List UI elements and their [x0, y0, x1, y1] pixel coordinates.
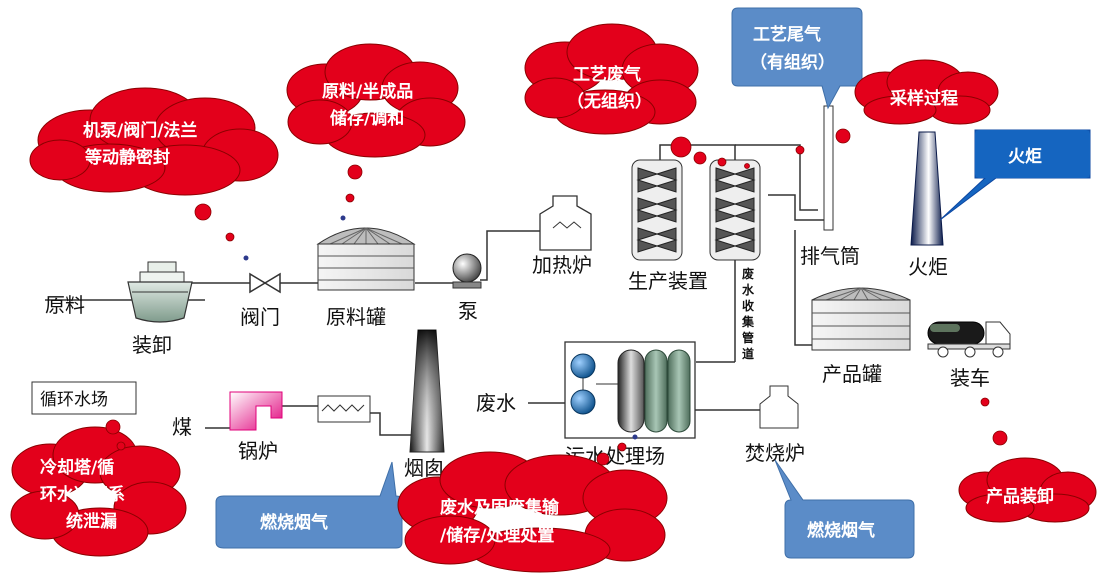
- svg-text:机泵/阀门/法兰: 机泵/阀门/法兰: [83, 120, 197, 141]
- cooling-water-box: 循环水场: [31, 381, 137, 415]
- svg-text:产品装卸: 产品装卸: [986, 486, 1054, 507]
- svg-text:道: 道: [742, 346, 754, 361]
- emission-cloud-sampling: 采样过程: [854, 59, 999, 125]
- svg-text:原料/半成品: 原料/半成品: [322, 81, 413, 102]
- production-column-1-icon: [631, 159, 683, 261]
- valve-icon: [249, 272, 281, 294]
- svg-text:管: 管: [742, 330, 754, 345]
- pump-label: 泵: [458, 299, 478, 323]
- svg-text:水: 水: [742, 282, 755, 297]
- svg-text:环水冷却系: 环水冷却系: [40, 484, 125, 505]
- product-tank-label: 产品罐: [822, 362, 882, 386]
- wwtp-icon: [564, 341, 696, 439]
- svg-text:工艺废气: 工艺废气: [573, 64, 641, 85]
- combustion-flue-gas-callout-2: 燃烧烟气: [774, 459, 915, 559]
- svg-text:（有组织）: （有组织）: [750, 52, 835, 73]
- emission-cloud-pump-valve-seals: 机泵/阀门/法兰 等动静密封: [29, 87, 279, 196]
- ship-icon: [127, 261, 193, 323]
- svg-text:燃烧烟气: 燃烧烟气: [807, 520, 875, 541]
- svg-text:储存/调和: 储存/调和: [330, 108, 404, 129]
- raw-tank-label: 原料罐: [326, 305, 386, 329]
- chimney-label: 烟囱: [404, 456, 444, 480]
- emission-cloud-raw-storage: 原料/半成品 储存/调和: [286, 43, 466, 158]
- svg-text:冷却塔/循: 冷却塔/循: [40, 457, 114, 478]
- heater-icon: [539, 195, 592, 251]
- exhaust-stack-icon: [823, 105, 834, 231]
- incinerator-label: 焚烧炉: [745, 441, 805, 465]
- emission-cloud-process-fugitive: 工艺废气 （无组织）: [524, 23, 699, 135]
- svg-text:火炬: 火炬: [1008, 146, 1042, 167]
- heat-exchanger-icon: [317, 395, 371, 423]
- boiler-label: 锅炉: [238, 439, 278, 463]
- svg-text:循环水场: 循环水场: [40, 390, 108, 410]
- heater-label: 加热炉: [532, 253, 592, 277]
- emission-bubbles: [105, 128, 1008, 466]
- chimney-icon: [409, 329, 445, 453]
- emission-cloud-cooling-tower: 冷却塔/循 环水冷却系 统泄漏: [10, 426, 187, 557]
- svg-text:收: 收: [742, 298, 754, 313]
- production-column-2-icon: [709, 159, 761, 261]
- emission-cloud-waste-handling: 废水及固废集输 /储存/处理处置: [397, 451, 668, 573]
- svg-text:等动静密封: 等动静密封: [85, 147, 170, 168]
- svg-text:集: 集: [741, 314, 755, 329]
- truck-loading-label: 装车: [950, 366, 990, 390]
- exhaust-stack-label: 排气筒: [800, 244, 860, 268]
- emission-cloud-product-loading: 产品装卸: [958, 457, 1097, 523]
- svg-text:工艺尾气: 工艺尾气: [753, 24, 821, 45]
- coal-label: 煤: [172, 415, 192, 439]
- process-pipes: [45, 144, 825, 436]
- combustion-flue-gas-callout-1: 燃烧烟气: [215, 461, 403, 549]
- boiler-icon: [229, 391, 283, 431]
- pump-icon: [452, 253, 482, 289]
- raw-material-label: 原料: [45, 293, 85, 317]
- wastewater-pipe-label: 废 水 收 集 管 道: [741, 266, 755, 361]
- svg-text:/储存/处理处置: /储存/处理处置: [440, 525, 554, 546]
- wastewater-label: 废水: [476, 391, 516, 415]
- svg-text:燃烧烟气: 燃烧烟气: [260, 512, 328, 533]
- loading-unloading-label: 装卸: [132, 333, 172, 357]
- process-tail-gas-callout: 工艺尾气 （有组织）: [731, 7, 863, 110]
- svg-text:废水及固废集输: 废水及固废集输: [440, 497, 560, 518]
- svg-text:废: 废: [742, 266, 754, 281]
- flare-equipment-label: 火炬: [908, 255, 948, 279]
- tanker-truck-icon: [927, 321, 1011, 358]
- flare-callout: 火炬: [939, 129, 1091, 221]
- valve-label: 阀门: [240, 305, 280, 329]
- incinerator-icon: [759, 385, 799, 429]
- raw-tank-icon: [316, 227, 416, 291]
- production-unit-label: 生产装置: [628, 269, 708, 293]
- product-tank-icon: [811, 287, 911, 351]
- flare-icon: [910, 131, 944, 246]
- svg-text:统泄漏: 统泄漏: [66, 511, 117, 532]
- svg-text:（无组织）: （无组织）: [567, 91, 652, 112]
- svg-text:采样过程: 采样过程: [889, 88, 958, 109]
